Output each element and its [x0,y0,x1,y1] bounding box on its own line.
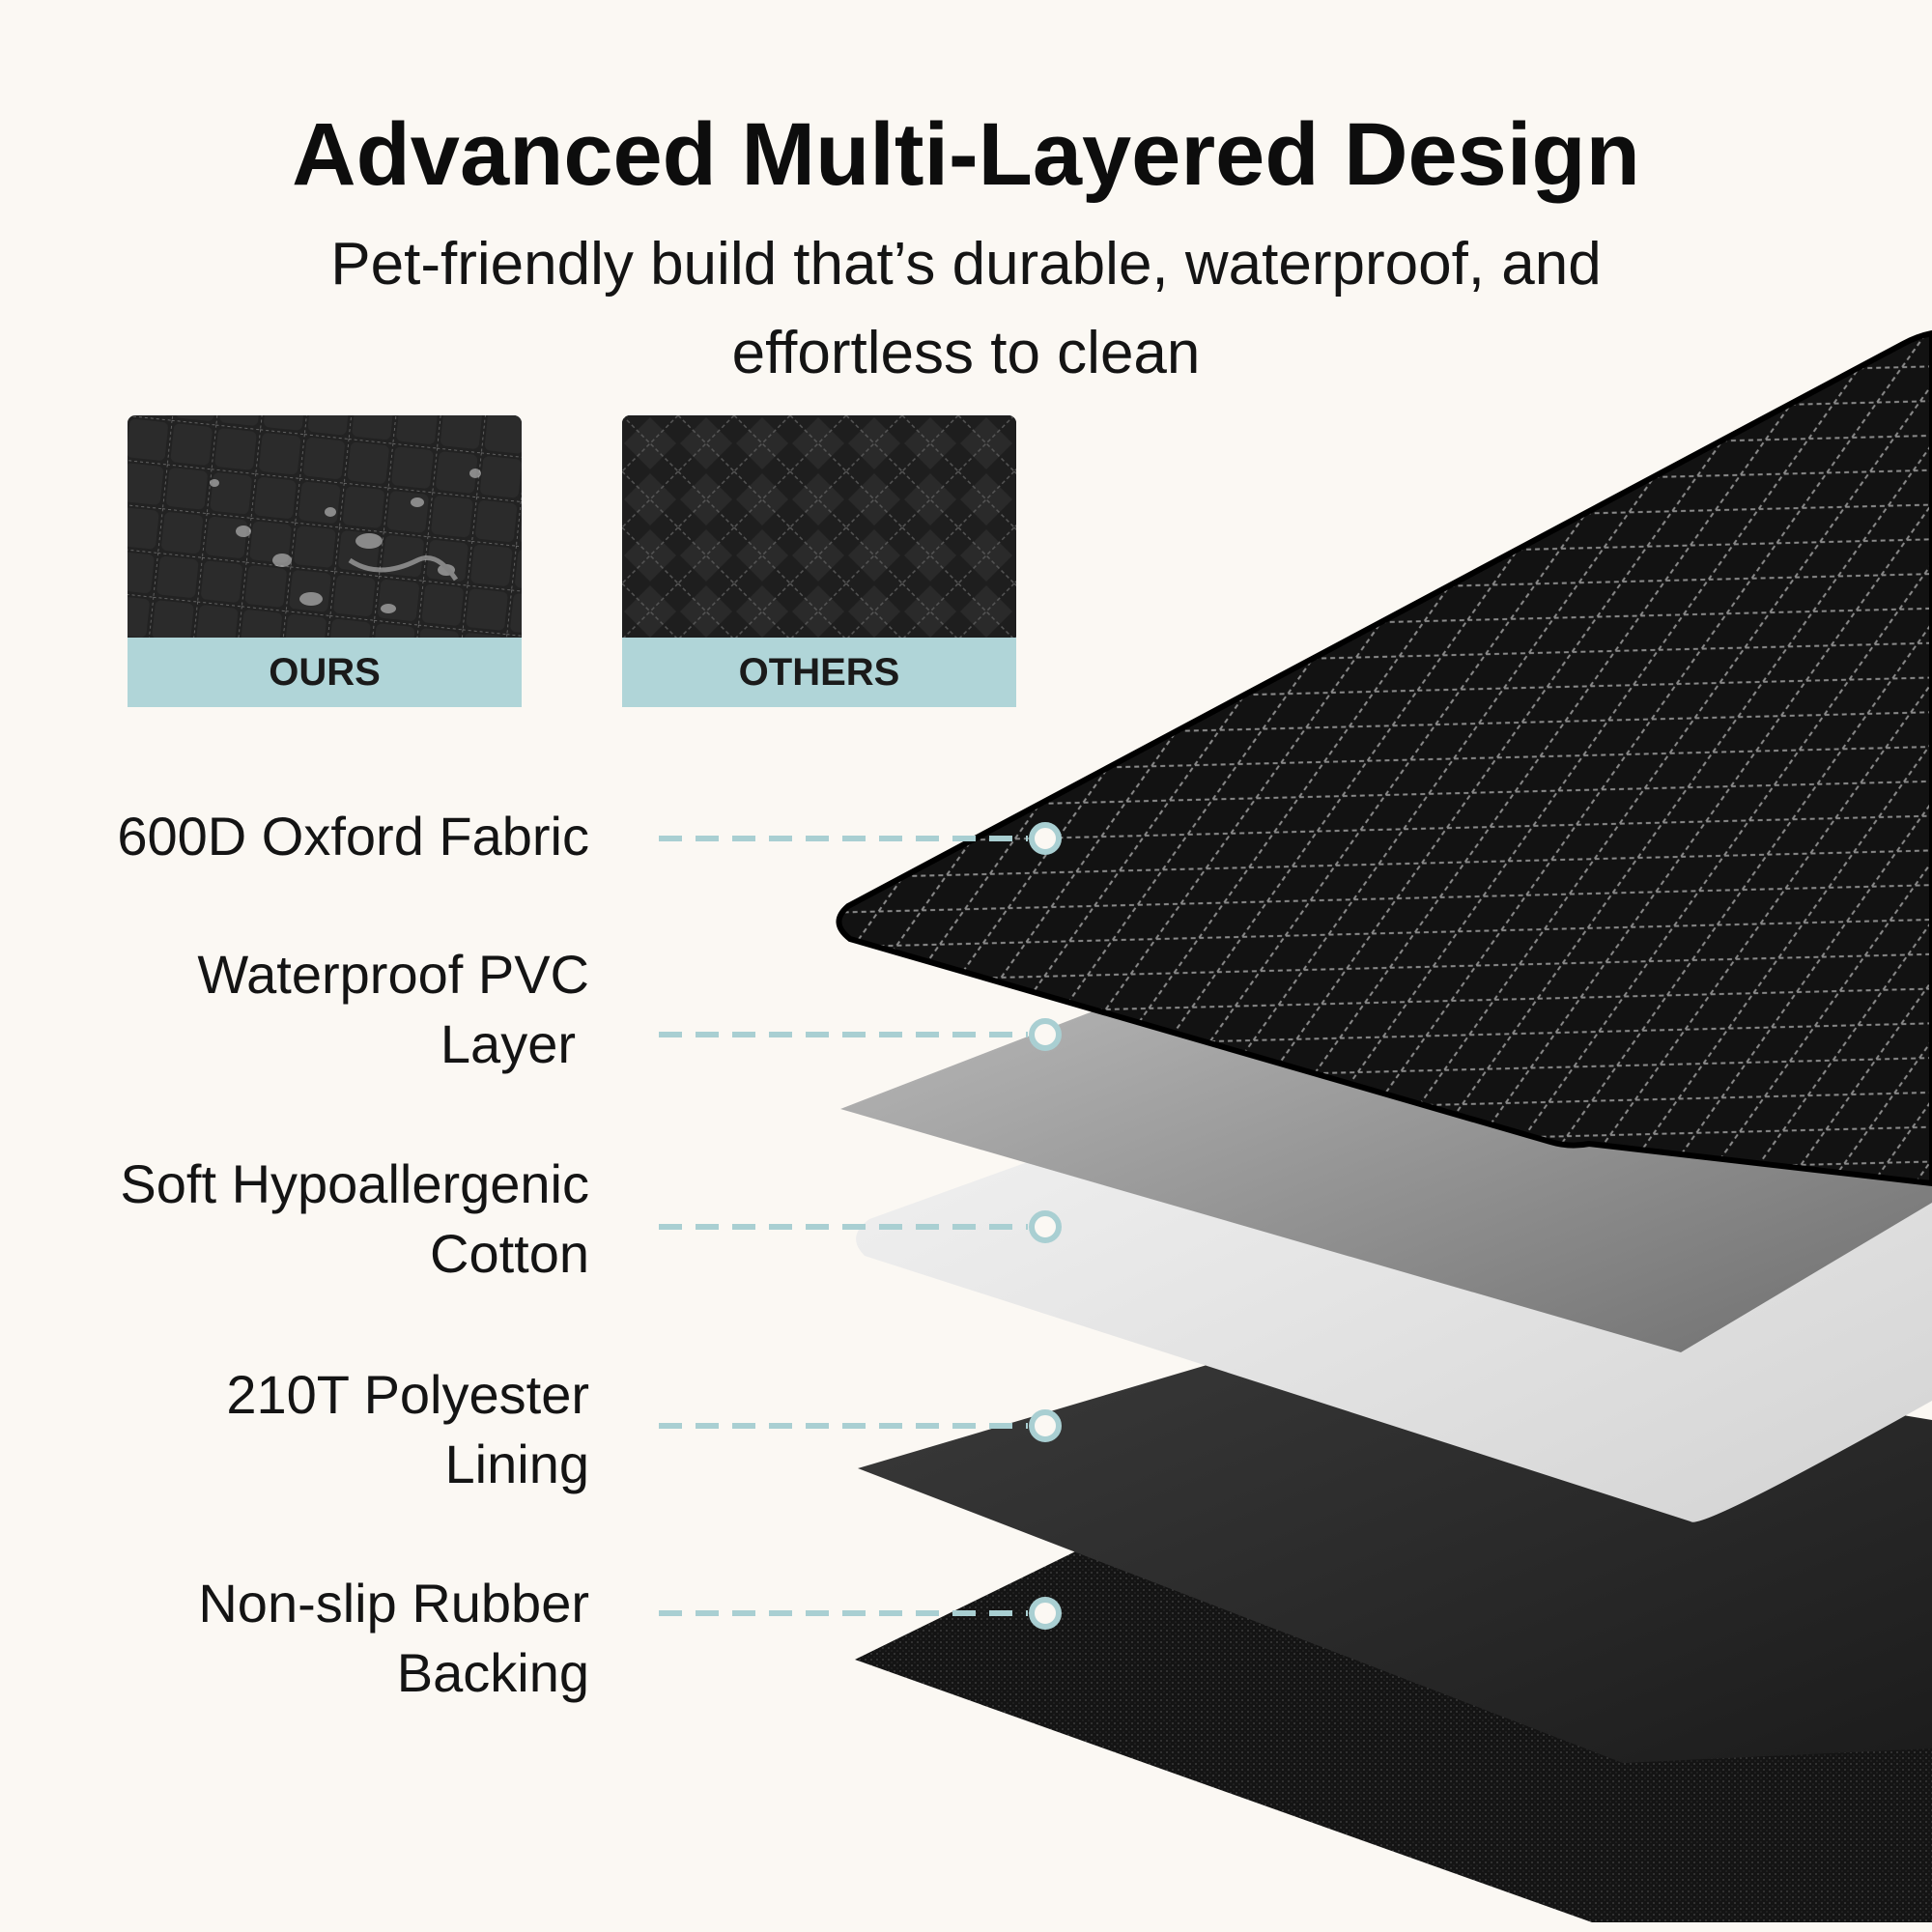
layer-label-cotton: Soft Hypoallergenic Cotton [120,1150,589,1289]
oxford-fabric-layer [836,329,1932,1187]
layer-label-rubber: Non-slip Rubber Backing [198,1569,589,1708]
layer-label-line: Lining [444,1434,589,1494]
layer-label-line: Soft Hypoallergenic [120,1153,589,1214]
others-fabric-swatch-image [622,415,1016,638]
others-label: OTHERS [622,638,1016,707]
ours-label: OURS [128,638,522,707]
others-comparison-card: OTHERS [622,415,1016,707]
layer-label-line: 210T Polyester [226,1364,589,1425]
layer-label-line: Non-slip Rubber [198,1573,589,1634]
layer-label-polyester: 210T Polyester Lining [226,1360,589,1499]
layer-label-line: 600D Oxford Fabric [117,806,589,867]
layer-label-line: Backing [396,1642,589,1703]
ours-fabric-swatch-image [128,415,522,638]
layer-label-line: Waterproof PVC [197,944,589,1005]
subtitle-line-2: effortless to clean [731,320,1201,386]
page-subtitle: Pet-friendly build that’s durable, water… [242,220,1690,398]
layer-label-line: Cotton [430,1223,589,1284]
page-title: Advanced Multi-Layered Design [292,105,1640,204]
ours-comparison-card: OURS [128,415,522,707]
layer-label-oxford-fabric: 600D Oxford Fabric [117,802,589,871]
layer-label-pvc: Waterproof PVC Layer [197,940,589,1079]
subtitle-line-1: Pet-friendly build that’s durable, water… [330,231,1602,298]
layer-label-line: Layer [440,1013,576,1074]
